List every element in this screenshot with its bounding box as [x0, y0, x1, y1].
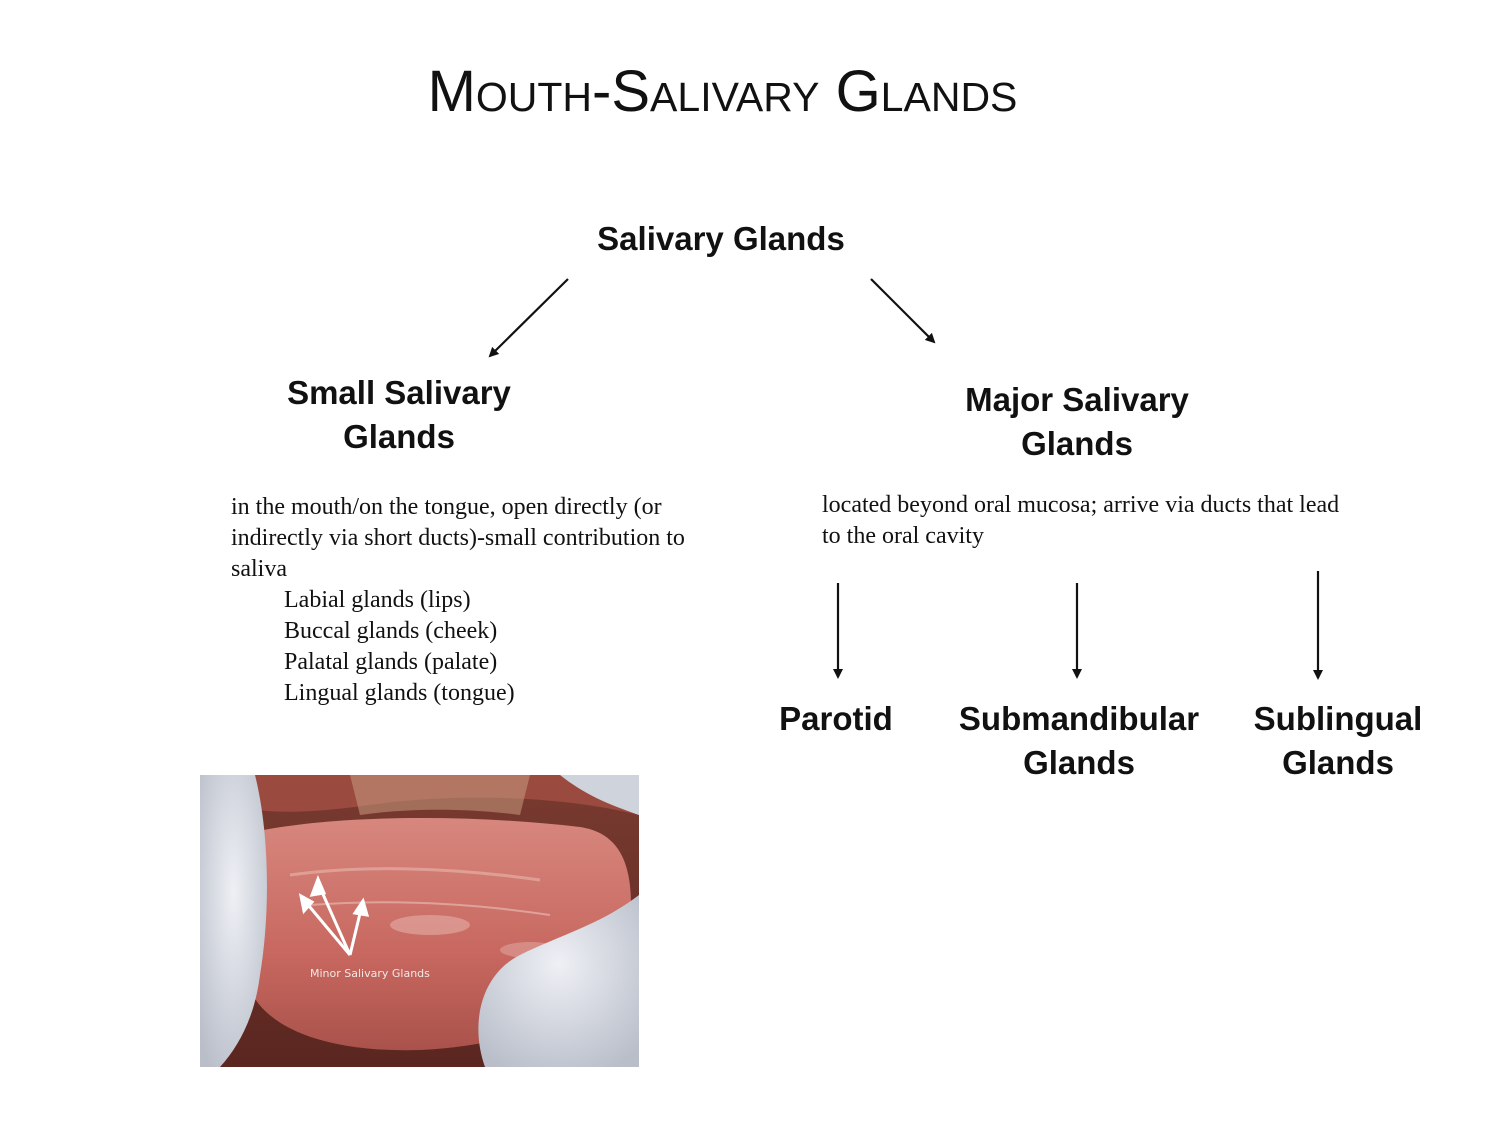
- gland-item-palatal: Palatal glands (palate): [284, 649, 498, 675]
- parotid-node: Parotid: [756, 697, 916, 741]
- parotid-label-line1: Parotid: [779, 700, 893, 737]
- submandibular-label-line2: Glands: [1023, 744, 1135, 781]
- sublingual-label-line1: Sublingual: [1253, 700, 1423, 737]
- major-description-text: located beyond oral mucosa; arrive via d…: [822, 492, 1340, 549]
- submandibular-label-line1: Submandibular: [958, 700, 1200, 737]
- submandibular-node: Submandibular Glands: [929, 697, 1229, 785]
- arrow-root-to-major: [870, 278, 936, 344]
- major-salivary-label-line2: Glands: [1021, 425, 1133, 462]
- arrow-root-to-small: [488, 278, 569, 358]
- sublingual-label-line2: Glands: [1282, 744, 1394, 781]
- page-title: Mouth-Salivary Glands: [427, 59, 1018, 124]
- small-salivary-description: in the mouth/on the tongue, open directl…: [231, 492, 686, 709]
- small-salivary-label-line1: Small Salivary: [287, 374, 511, 411]
- major-salivary-node: Major Salivary Glands: [900, 378, 1254, 466]
- major-salivary-description: located beyond oral mucosa; arrive via d…: [822, 490, 1362, 552]
- pointer-arrows: [298, 874, 370, 956]
- small-salivary-node: Small Salivary Glands: [230, 371, 568, 459]
- root-label: Salivary Glands: [597, 220, 845, 257]
- small-description-text: in the mouth/on the tongue, open directl…: [231, 494, 685, 582]
- lip-photo: Minor Salivary Glands: [200, 775, 639, 1067]
- gland-item-lingual: Lingual glands (tongue): [284, 680, 515, 706]
- photo-caption: Minor Salivary Glands: [310, 967, 430, 980]
- root-node: Salivary Glands: [521, 217, 921, 261]
- gland-item-labial: Labial glands (lips): [284, 587, 471, 613]
- small-salivary-label-line2: Glands: [343, 418, 455, 455]
- lip-photo-illustration: [200, 775, 639, 1067]
- sublingual-node: Sublingual Glands: [1228, 697, 1448, 785]
- major-salivary-label-line1: Major Salivary: [965, 381, 1189, 418]
- gland-item-buccal: Buccal glands (cheek): [284, 618, 498, 644]
